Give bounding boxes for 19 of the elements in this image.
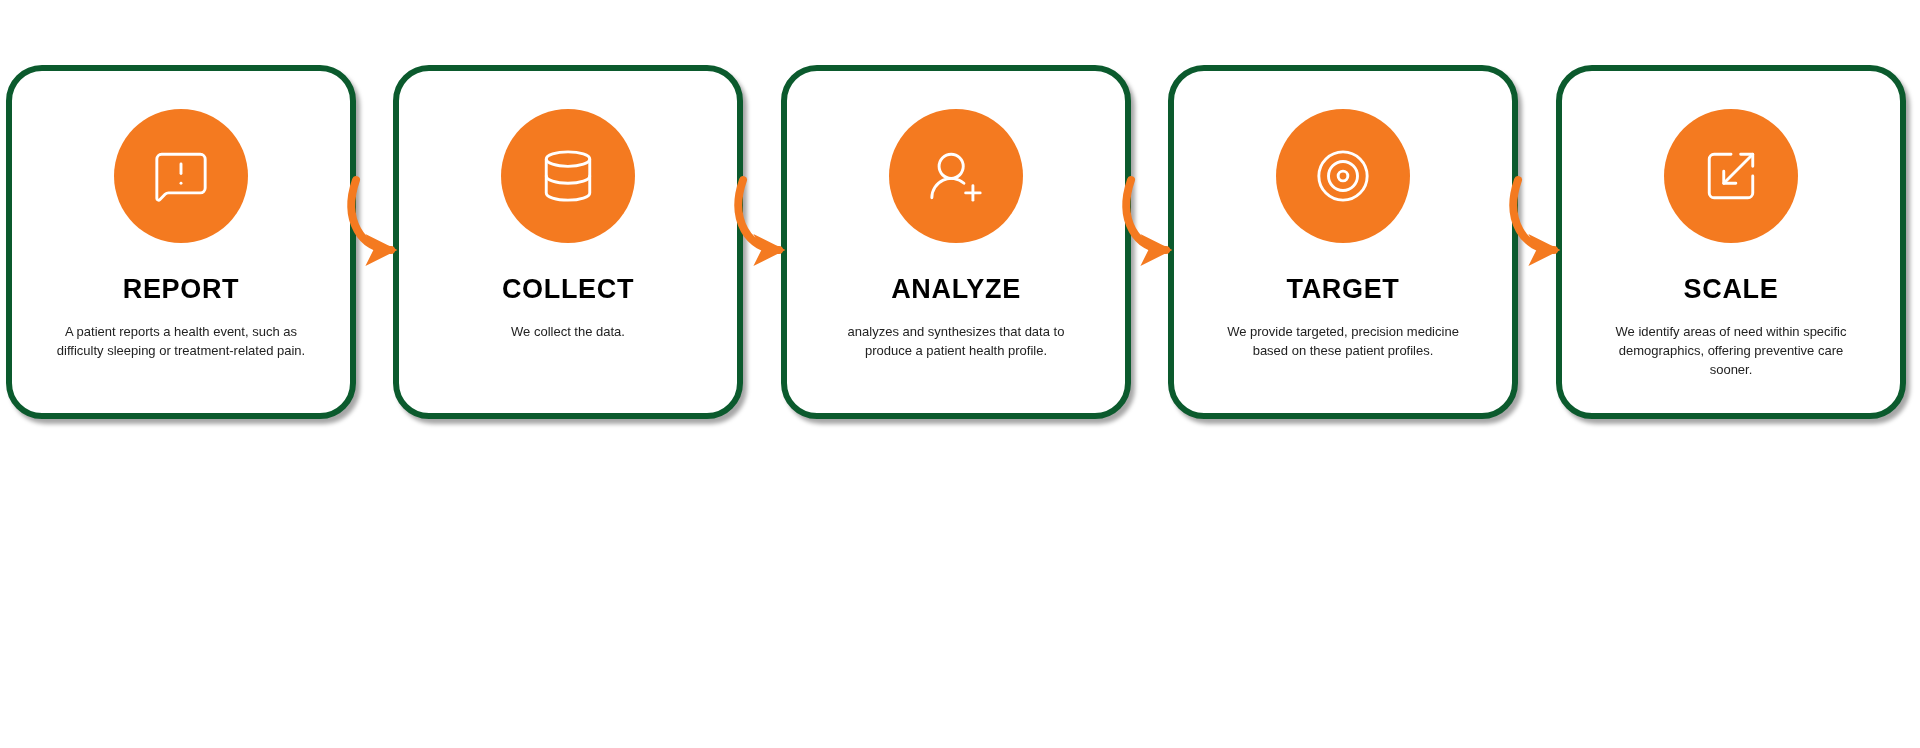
curved-arrow [734,176,786,264]
step-card [781,65,1131,419]
step-description: A patient reports a health event, such as difficulty sleeping or treatment-related pain. [55,322,307,360]
step-card [1168,65,1518,419]
step-title: REPORT [122,273,240,306]
step-card [1556,65,1906,419]
curved-arrow [347,176,398,264]
curved-arrow [1122,176,1173,264]
step-description: We identify areas of need within specific demographics, offering preventive care sooner. [1614,322,1848,379]
step-title: ANALYZE [891,273,1021,306]
step-description: analyzes and synthesizes that data to produce a patient health profile. [846,322,1066,360]
step-title: TARGET [1286,273,1400,306]
step-card [6,65,356,419]
step-card [393,65,743,419]
step-description: We collect the data. [510,322,626,341]
step-description: We provide targeted, precision medicine based on these patient profiles. [1226,322,1460,360]
curved-arrow [1509,176,1561,264]
step-title: COLLECT [501,273,635,306]
step-title: SCALE [1683,273,1779,306]
